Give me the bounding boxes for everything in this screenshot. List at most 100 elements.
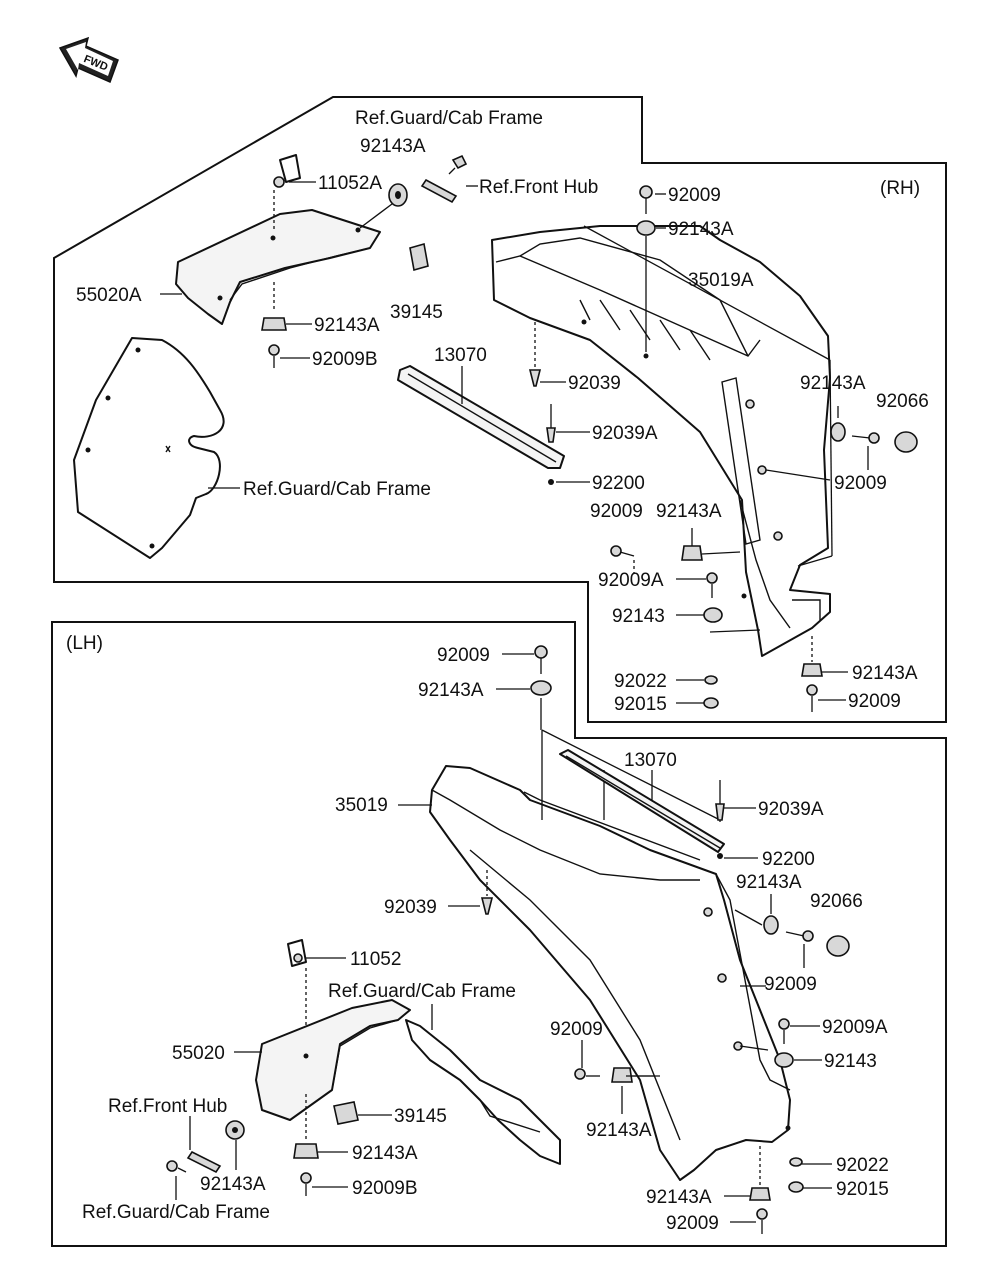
lh-leader-lines — [175, 653, 832, 1223]
lh-label-92039: 92039 — [384, 897, 437, 918]
rh-label-92015: 92015 — [614, 694, 667, 715]
lh-panel-frame — [51, 621, 947, 1247]
lh-label-11052: 11052 — [350, 949, 401, 970]
rh-collar-92143 — [703, 607, 723, 623]
rh-label-92143a-lower: 92143A — [656, 501, 722, 522]
lh-label-92143a-nut: 92143A — [352, 1143, 418, 1164]
lh-bolt-92009a — [778, 1018, 790, 1044]
lh-label-92015: 92015 — [836, 1179, 889, 1200]
lh-collar-92143a-top — [530, 680, 552, 730]
lh-side-label: (LH) — [66, 633, 103, 654]
rh-label-92009-lowleft: 92009 — [590, 501, 643, 522]
rh-bracket-11052a — [273, 154, 301, 230]
rh-collar-92143a-top — [359, 183, 408, 229]
lh-bolt-92009-bottom — [756, 1208, 768, 1234]
lh-collar-92143 — [774, 1052, 794, 1068]
rh-fender-35019a — [491, 225, 833, 657]
rh-rivet-92039a — [546, 404, 556, 485]
lh-bracket-11052 — [287, 939, 307, 1030]
lh-label-ref-guard-cab: Ref.Guard/Cab Frame — [328, 981, 516, 1002]
rh-label-92009b: 92009B — [312, 349, 378, 370]
lh-label-92066: 92066 — [810, 891, 863, 912]
rh-nut-92143a-bottom — [801, 636, 823, 677]
rh-bolt-92009a — [706, 572, 718, 598]
rh-ref-guard-cab-frame-panel — [73, 337, 225, 559]
lh-label-92009b: 92009B — [352, 1178, 418, 1199]
rh-rivet-92039 — [528, 322, 542, 387]
rh-label-ref-front-hub: Ref.Front Hub — [479, 177, 598, 198]
rh-collar-92143a-right — [830, 422, 846, 442]
rh-label-92009-bottom: 92009 — [848, 691, 901, 712]
rh-washer-92022 — [704, 675, 718, 685]
rh-label-ref-guard-cab-top: Ref.Guard/Cab Frame — [355, 108, 543, 129]
rh-leader-lines — [160, 181, 869, 704]
rh-label-92143a-second: 92143A — [668, 219, 734, 240]
lh-label-92009-mid: 92009 — [550, 1019, 603, 1040]
rh-label-13070: 13070 — [434, 345, 487, 366]
lh-collar-92143a-left — [225, 1120, 245, 1140]
rh-labels: Ref.Guard/Cab Frame 92143A 11052A Ref.Fr… — [76, 108, 929, 715]
rh-bolt-92009-right — [851, 432, 880, 444]
lh-collar-92143a-right — [763, 915, 779, 935]
rh-label-11052a: 11052A — [318, 173, 382, 194]
lh-label-92009-top: 92009 — [437, 645, 490, 666]
lh-clip-39145 — [333, 1101, 359, 1125]
lh-label-92009a: 92009A — [822, 1017, 888, 1038]
lh-label-92143a-bottom: 92143A — [646, 1187, 712, 1208]
lh-washer-92022 — [789, 1157, 803, 1167]
lh-bolt-92009-mid — [574, 1068, 600, 1080]
lh-label-13070: 13070 — [624, 750, 677, 771]
lh-labels: 92009 92143A 13070 35019 92039A 92200 92… — [82, 645, 889, 1234]
rh-front-hub-pin — [420, 178, 458, 204]
rh-label-39145: 39145 — [390, 302, 443, 323]
lh-label-92009-right: 92009 — [764, 974, 817, 995]
lh-label-92143a-top: 92143A — [418, 680, 484, 701]
rh-nut-92143a-lower — [681, 545, 703, 561]
lh-rivet-92039a — [715, 780, 725, 859]
rh-label-ref-guard-cab-lower: Ref.Guard/Cab Frame — [243, 479, 431, 500]
rh-label-92143: 92143 — [612, 606, 665, 627]
lh-label-92143a-mid: 92143A — [586, 1120, 652, 1141]
lh-fender-35019 — [429, 729, 791, 1181]
lh-label-39145: 39145 — [394, 1106, 447, 1127]
rh-bolt-92009-lowleft — [610, 545, 635, 557]
rh-nut-bolt-92143a-92009b — [261, 282, 287, 368]
rh-panel-frame — [53, 96, 947, 723]
lh-cap-92066 — [826, 935, 850, 957]
lh-strip-13070 — [559, 749, 725, 853]
fwd-arrow-icon: FWD — [58, 36, 119, 84]
lh-front-hub-pin — [186, 1150, 222, 1174]
rh-collar-92143a-second — [636, 220, 656, 352]
lh-label-ref-front-hub: Ref.Front Hub — [108, 1096, 227, 1117]
rh-label-92009-top: 92009 — [668, 185, 721, 206]
rh-label-92022: 92022 — [614, 671, 667, 692]
lh-bolt-92009-top — [534, 645, 548, 674]
rh-label-92009a: 92009A — [598, 570, 664, 591]
rh-side-label: (RH) — [880, 178, 920, 199]
rh-label-55020a: 55020A — [76, 285, 142, 306]
rh-bolt-ref-guard — [448, 154, 468, 175]
lh-bolt-92009-right — [785, 930, 814, 942]
lh-label-35019: 35019 — [335, 795, 388, 816]
lh-label-92039a: 92039A — [758, 799, 824, 820]
rh-clip-39145 — [409, 242, 429, 272]
rh-label-92143a-right: 92143A — [800, 373, 866, 394]
lh-label-ref-guard-cab-bottom: Ref.Guard/Cab Frame — [82, 1202, 270, 1223]
lh-nut-92015 — [788, 1181, 804, 1193]
lh-label-55020: 55020 — [172, 1043, 225, 1064]
lh-ref-guard-cab-frame-panel — [405, 1019, 561, 1165]
rh-label-92143a-top: 92143A — [360, 136, 426, 157]
lh-guard-55020 — [255, 999, 411, 1121]
rh-guard-55020a — [175, 209, 381, 325]
rh-bolt-92009-top — [639, 185, 653, 214]
rh-cap-92066 — [894, 431, 918, 453]
lh-label-92143: 92143 — [824, 1051, 877, 1072]
rh-label-92039: 92039 — [568, 373, 621, 394]
lh-bolt-ref-guard — [166, 1160, 187, 1173]
lh-label-92143a-right: 92143A — [736, 872, 802, 893]
lh-nut-92143a-bottom — [749, 1146, 771, 1201]
rh-label-92143a-bottom: 92143A — [852, 663, 918, 684]
rh-label-92066: 92066 — [876, 391, 929, 412]
lh-label-92009-bottom: 92009 — [666, 1213, 719, 1234]
